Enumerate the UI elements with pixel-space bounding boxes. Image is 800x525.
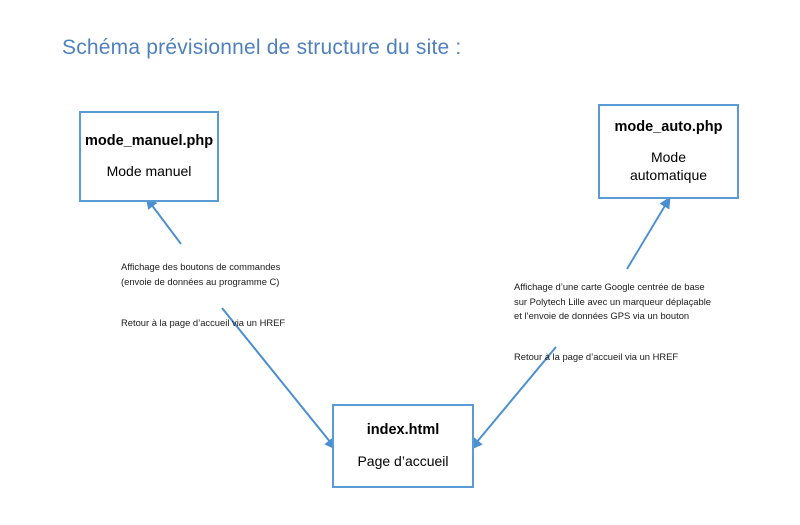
node-mode-manuel-subtitle: Mode manuel bbox=[106, 163, 192, 180]
arrow-index-to-mode-manuel bbox=[145, 197, 182, 245]
arrow-index-to-mode-auto bbox=[626, 196, 671, 270]
page-title: Schéma prévisionnel de structure du site… bbox=[62, 36, 462, 59]
node-index-title: index.html bbox=[366, 422, 440, 439]
annotation-mode-auto: Affichage d’une carte Google centrée de … bbox=[514, 266, 711, 379]
node-index-subtitle: Page d’accueil bbox=[357, 452, 449, 469]
node-mode-auto[interactable]: mode_auto.php Mode automatique bbox=[598, 104, 739, 199]
node-index[interactable]: index.html Page d’accueil bbox=[332, 404, 474, 488]
annotation-mode-auto-line1: Affichage d’une carte Google centrée de … bbox=[514, 281, 711, 321]
annotation-mode-manuel-line1: Affichage des boutons de commandes (envo… bbox=[121, 261, 281, 287]
node-mode-auto-title: mode_auto.php bbox=[614, 118, 723, 135]
annotation-mode-manuel-line2: Retour à la page d’accueil via un HREF bbox=[121, 317, 286, 329]
annotation-mode-manuel: Affichage des boutons de commandes (envo… bbox=[121, 246, 285, 345]
annotation-mode-auto-line2: Retour à la page d’accueil via un HREF bbox=[514, 351, 679, 363]
node-mode-manuel-title: mode_manuel.php bbox=[85, 132, 214, 149]
node-mode-manuel[interactable]: mode_manuel.php Mode manuel bbox=[79, 111, 219, 202]
node-mode-auto-subtitle: Mode automatique bbox=[629, 149, 708, 184]
